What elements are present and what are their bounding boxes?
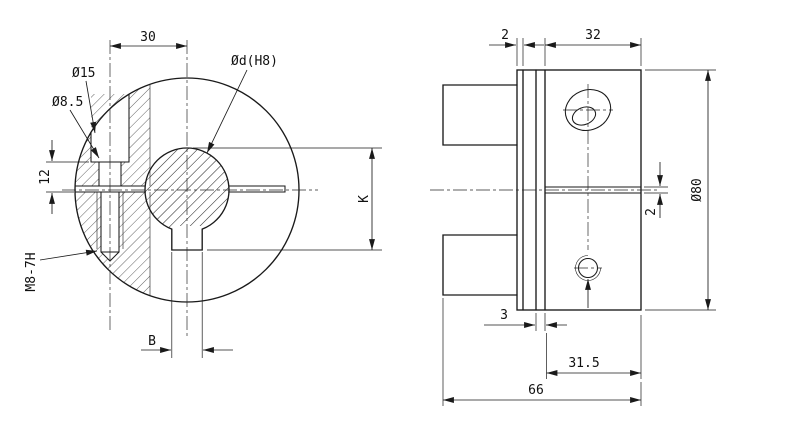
hub-lower: [442, 234, 518, 296]
dim-slit-width: 2: [644, 162, 668, 218]
dim-keyway-width-label: B: [148, 334, 156, 349]
dim-total-length: 66: [442, 298, 642, 406]
through-hole-dia-label: Ø8.5: [52, 95, 83, 110]
front-view: 30 Ø15 Ø8.5 12 M8-7H: [24, 30, 382, 358]
dim-screw-to-face: 31.5: [546, 315, 642, 379]
dim-outer-dia-label: Ø80: [690, 178, 705, 201]
dim-screw-to-face-label: 31.5: [568, 356, 599, 371]
dim-bolt-offset-label: 30: [140, 30, 156, 45]
dim-keyway-width: B: [141, 252, 233, 358]
dim-bolt-offset: 30: [110, 30, 187, 49]
dim-relief-width: 2: [489, 28, 544, 66]
dim-body-width-label: 32: [585, 28, 601, 43]
dim-groove-width-label: 3: [500, 308, 508, 323]
dim-slit-width-label: 2: [644, 208, 659, 216]
side-view: 2 32 Ø80 2 3: [430, 28, 716, 406]
dim-land-depth-label: 12: [38, 169, 53, 185]
tapped-hole-thread-arc: [575, 255, 601, 281]
dim-body-width: 32: [544, 28, 642, 66]
callout-thread: M8-7H: [24, 249, 98, 292]
dim-bore-keyway-height-label: K: [357, 195, 372, 203]
dim-land-depth: 12: [38, 140, 89, 214]
dim-bore-keyway-height: K: [193, 147, 382, 251]
screw-counterbore-opening: [564, 89, 612, 131]
dim-outer-dia: Ø80: [645, 69, 716, 311]
section-hatch-lower: [75, 148, 229, 296]
dim-total-length-label: 66: [528, 383, 544, 398]
screw-hole-opening: [571, 106, 597, 126]
callout-counterbore: Ø15: [72, 66, 97, 134]
dim-groove-width: 3: [484, 308, 567, 331]
hub-upper: [442, 84, 518, 146]
callout-bore: Ød(H8): [206, 54, 278, 154]
callout-through-hole: Ø8.5: [52, 95, 100, 159]
dim-relief-width-label: 2: [501, 28, 509, 43]
thread-spec-label: M8-7H: [24, 252, 39, 291]
slit-right: [228, 185, 286, 193]
counterbore-dia-label: Ø15: [72, 66, 95, 81]
bore-dia-label: Ød(H8): [231, 54, 278, 69]
